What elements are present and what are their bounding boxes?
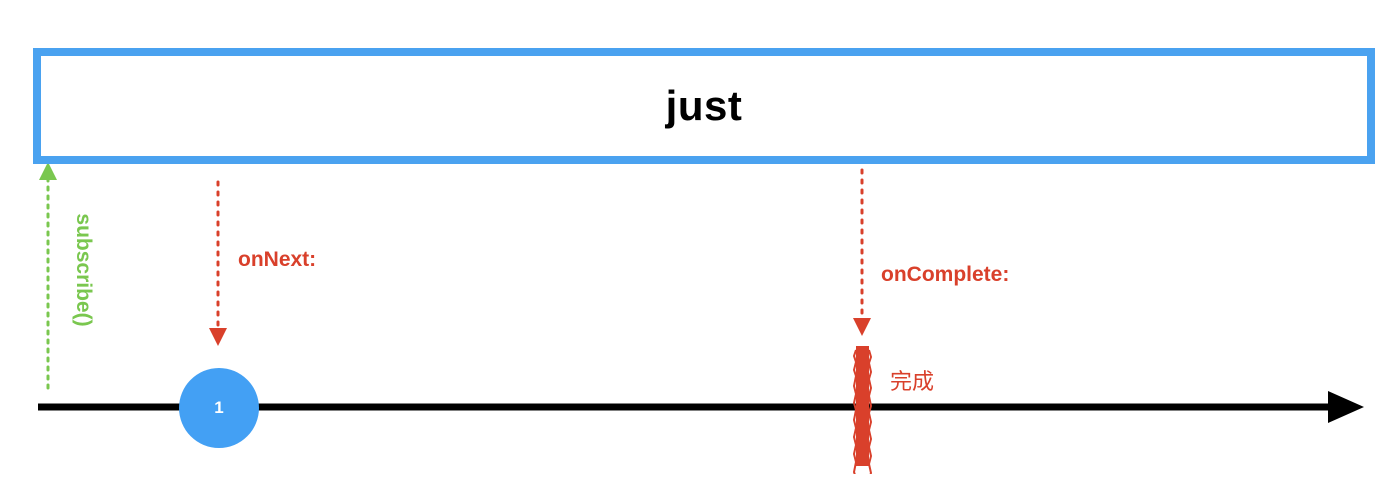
completion-label: 完成 (890, 370, 935, 395)
on-complete-arrow (853, 168, 871, 336)
operator-title: just (665, 82, 743, 129)
on-next-arrow (209, 180, 227, 346)
timeline-arrowhead (1328, 391, 1364, 423)
next-value-text: 1 (214, 398, 224, 417)
on-next-label: onNext: (238, 248, 317, 271)
subscribe-arrow (39, 162, 57, 390)
completion-marker (852, 346, 873, 479)
on-complete-label: onComplete: (881, 263, 1010, 286)
next-value-marble (179, 368, 259, 448)
subscribe-label: subscribe() (72, 213, 95, 327)
operator-box: just (33, 48, 1375, 164)
